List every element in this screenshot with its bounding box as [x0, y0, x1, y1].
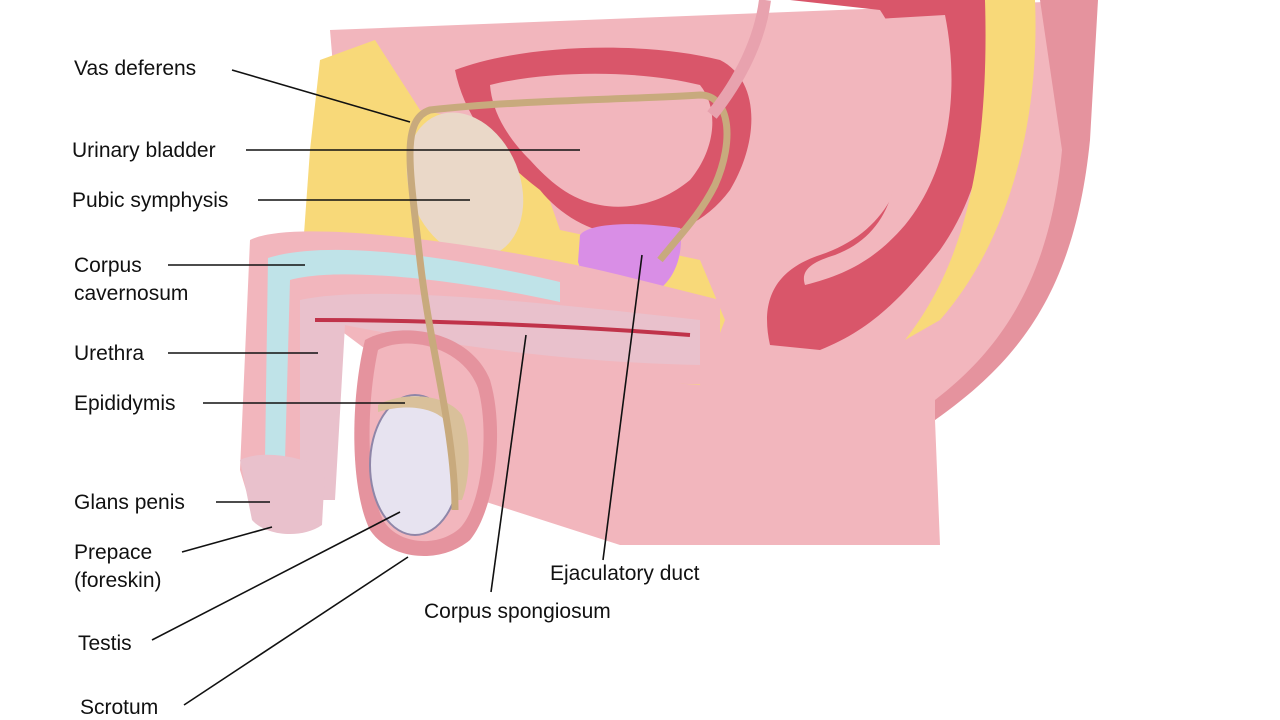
label-epididymis: Epididymis: [74, 392, 176, 415]
label-scrotum: Scrotum: [80, 696, 158, 719]
corpus-spongiosum-shape: [300, 293, 700, 500]
sacrum-band: [905, 0, 1036, 340]
label-testis: Testis: [78, 632, 132, 655]
pubic-bone: [406, 112, 524, 258]
label-urinary-bladder: Urinary bladder: [72, 139, 216, 162]
label-prepuce-line1: Prepace: [74, 541, 152, 564]
leader-scrotum: [183, 556, 409, 706]
leader-vas-deferens: [231, 69, 411, 123]
corpus-cavernosum-shape: [265, 249, 560, 460]
label-pubic-symphysis: Pubic symphysis: [72, 189, 228, 212]
bladder-lumen: [490, 73, 713, 207]
leader-testis: [151, 511, 401, 641]
label-prepuce-line2: (foreskin): [74, 569, 162, 592]
label-corpus-spongiosum: Corpus spongiosum: [424, 600, 611, 623]
leader-prepuce: [181, 526, 273, 553]
label-corpus-cavernosum-line1: Corpus: [74, 254, 142, 277]
vas-deferens-tube: [406, 91, 731, 511]
leader-corpus-spongiosum: [490, 334, 527, 593]
leader-ejaculatory-duct: [602, 254, 643, 561]
label-corpus-cavernosum-line2: cavernosum: [74, 282, 188, 305]
label-glans-penis: Glans penis: [74, 491, 185, 514]
buttock-skin: [935, 0, 1098, 420]
label-urethra: Urethra: [74, 342, 144, 365]
glans: [240, 454, 325, 535]
label-vas-deferens: Vas deferens: [74, 57, 196, 80]
urethra-channel: [314, 318, 691, 337]
rectum-inner: [803, 15, 952, 285]
label-ejaculatory-duct: Ejaculatory duct: [550, 562, 700, 585]
ureter-tube: [707, 0, 771, 119]
